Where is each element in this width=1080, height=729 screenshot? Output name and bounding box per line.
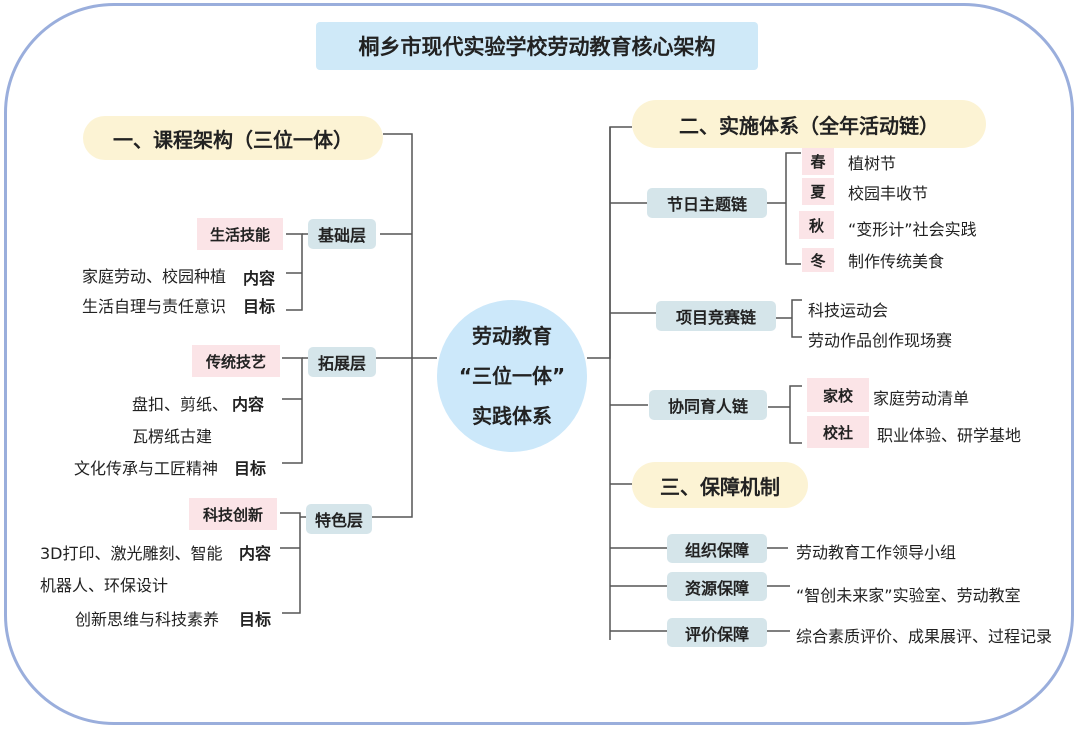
goal-label: 目标 [243,297,276,316]
collab-home-school: 家庭劳动清单 [873,389,970,408]
layer-featured: 特色层 [306,504,372,534]
content-label: 内容 [232,395,265,414]
collaboration-chain: 协同育人链 [649,390,767,420]
featured-goal: 创新思维与科技素养 [75,610,220,629]
tag-home-school: 家校 [807,378,869,412]
diagram-title: 桐乡市现代实验学校劳动教育核心架构 [316,22,758,70]
guarantee-resource: 资源保障 [667,572,767,601]
festival-summer: 校园丰收节 [848,184,929,203]
season-spring: 春 [802,148,834,175]
basic-goal: 生活自理与责任意识 [82,297,227,316]
center-line-2: “三位一体” [458,364,566,388]
goal-label: 目标 [239,610,272,629]
guarantee-evaluation-text: 综合素质评价、成果展评、过程记录 [796,627,1053,646]
competition-chain: 项目竞赛链 [656,301,776,331]
guarantee-organization: 组织保障 [667,534,767,563]
competition-item: 劳动作品创作现场赛 [808,331,953,350]
guarantee-organization-text: 劳动教育工作领导小组 [796,543,957,562]
content-label: 内容 [239,544,272,563]
basic-content: 家庭劳动、校园种植 [82,267,227,286]
tag-school-community: 校社 [807,416,869,448]
implementation-heading: 二、实施体系（全年活动链） [632,100,986,148]
extended-content-1: 盘扣、剪纸、 [132,395,229,414]
guarantee-evaluation: 评价保障 [667,618,767,647]
season-autumn: 秋 [799,211,834,239]
guarantee-resource-text: “智创未来家”实验室、劳动教室 [796,586,1021,605]
tag-life-skills: 生活技能 [197,218,283,250]
festival-winter: 制作传统美食 [848,252,945,271]
layer-extended: 拓展层 [308,347,376,377]
extended-goal: 文化传承与工匠精神 [74,459,219,478]
course-heading: 一、课程架构（三位一体） [83,116,383,160]
featured-content-1: 3D打印、激光雕刻、智能 [40,544,223,563]
center-line-1: 劳动教育 [472,324,552,348]
festival-autumn: “变形计”社会实践 [848,220,977,239]
diagram-frame [4,3,1074,725]
goal-label: 目标 [234,459,267,478]
extended-content-2: 瓦楞纸古建 [132,427,213,446]
tag-traditional-crafts: 传统技艺 [192,345,280,377]
festival-spring: 植树节 [848,154,897,173]
center-node: 劳动教育 “三位一体” 实践体系 [437,300,587,452]
center-line-3: 实践体系 [472,404,552,428]
season-winter: 冬 [802,248,834,272]
competition-item: 科技运动会 [808,301,889,320]
layer-basic: 基础层 [308,219,376,249]
festival-chain: 节日主题链 [647,188,767,218]
content-label: 内容 [243,269,276,288]
collab-school-community: 职业体验、研学基地 [877,426,1022,445]
guarantee-heading: 三、保障机制 [632,462,808,508]
featured-content-2: 机器人、环保设计 [40,576,169,595]
tag-tech-innovation: 科技创新 [189,498,277,530]
season-summer: 夏 [802,178,834,205]
